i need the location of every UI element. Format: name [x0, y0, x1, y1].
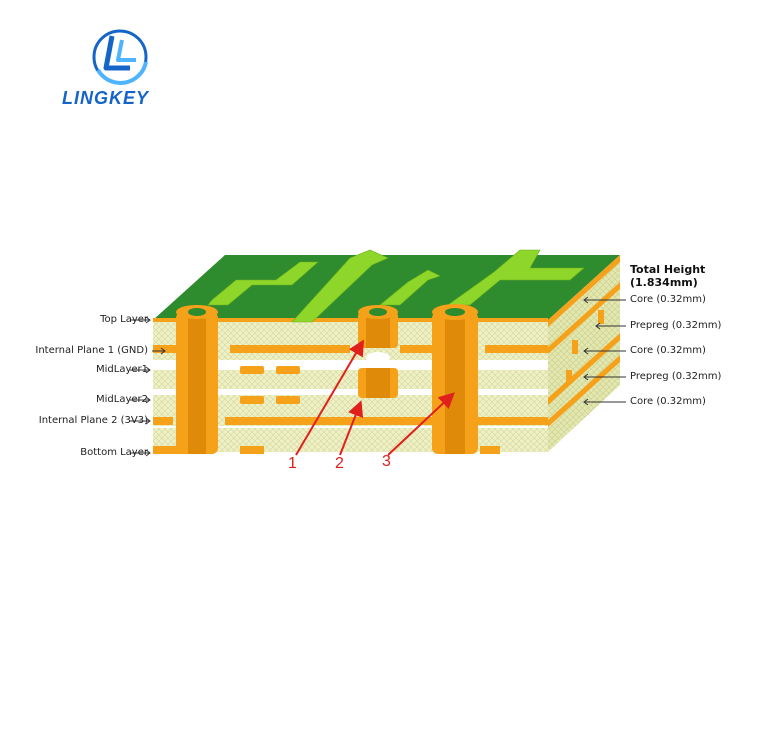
callout-2: 2 — [335, 455, 344, 472]
label-internal-plane-1: Internal Plane 1 (GND) — [35, 345, 148, 356]
label-midlayer-1: MidLayer1 — [96, 364, 148, 375]
total-height-label: Total Height (1.834mm) — [630, 263, 706, 289]
right-label-arrows — [583, 296, 626, 406]
label-midlayer-2: MidLayer2 — [96, 394, 148, 405]
label-prepreg-1: Prepreg (0.32mm) — [630, 320, 722, 331]
left-label-arrows — [130, 316, 166, 457]
brand-name: LINGKEY — [62, 88, 150, 108]
label-core-3: Core (0.32mm) — [630, 396, 706, 407]
label-internal-plane-2: Internal Plane 2 (3V3) — [38, 415, 148, 426]
callout-arrows — [295, 339, 455, 456]
label-bottom-layer: Bottom Layer — [80, 447, 148, 458]
callout-3: 3 — [382, 453, 391, 470]
callout-1: 1 — [288, 455, 297, 472]
via-1 — [176, 305, 218, 454]
label-prepreg-2: Prepreg (0.32mm) — [630, 371, 722, 382]
via-2 — [358, 305, 398, 398]
via-3 — [432, 304, 478, 454]
top-traces — [207, 249, 585, 323]
label-core-1: Core (0.32mm) — [630, 294, 706, 305]
lingkey-logo-icon — [92, 29, 148, 85]
label-top-layer: Top Layer — [100, 314, 148, 325]
label-core-2: Core (0.32mm) — [630, 345, 706, 356]
